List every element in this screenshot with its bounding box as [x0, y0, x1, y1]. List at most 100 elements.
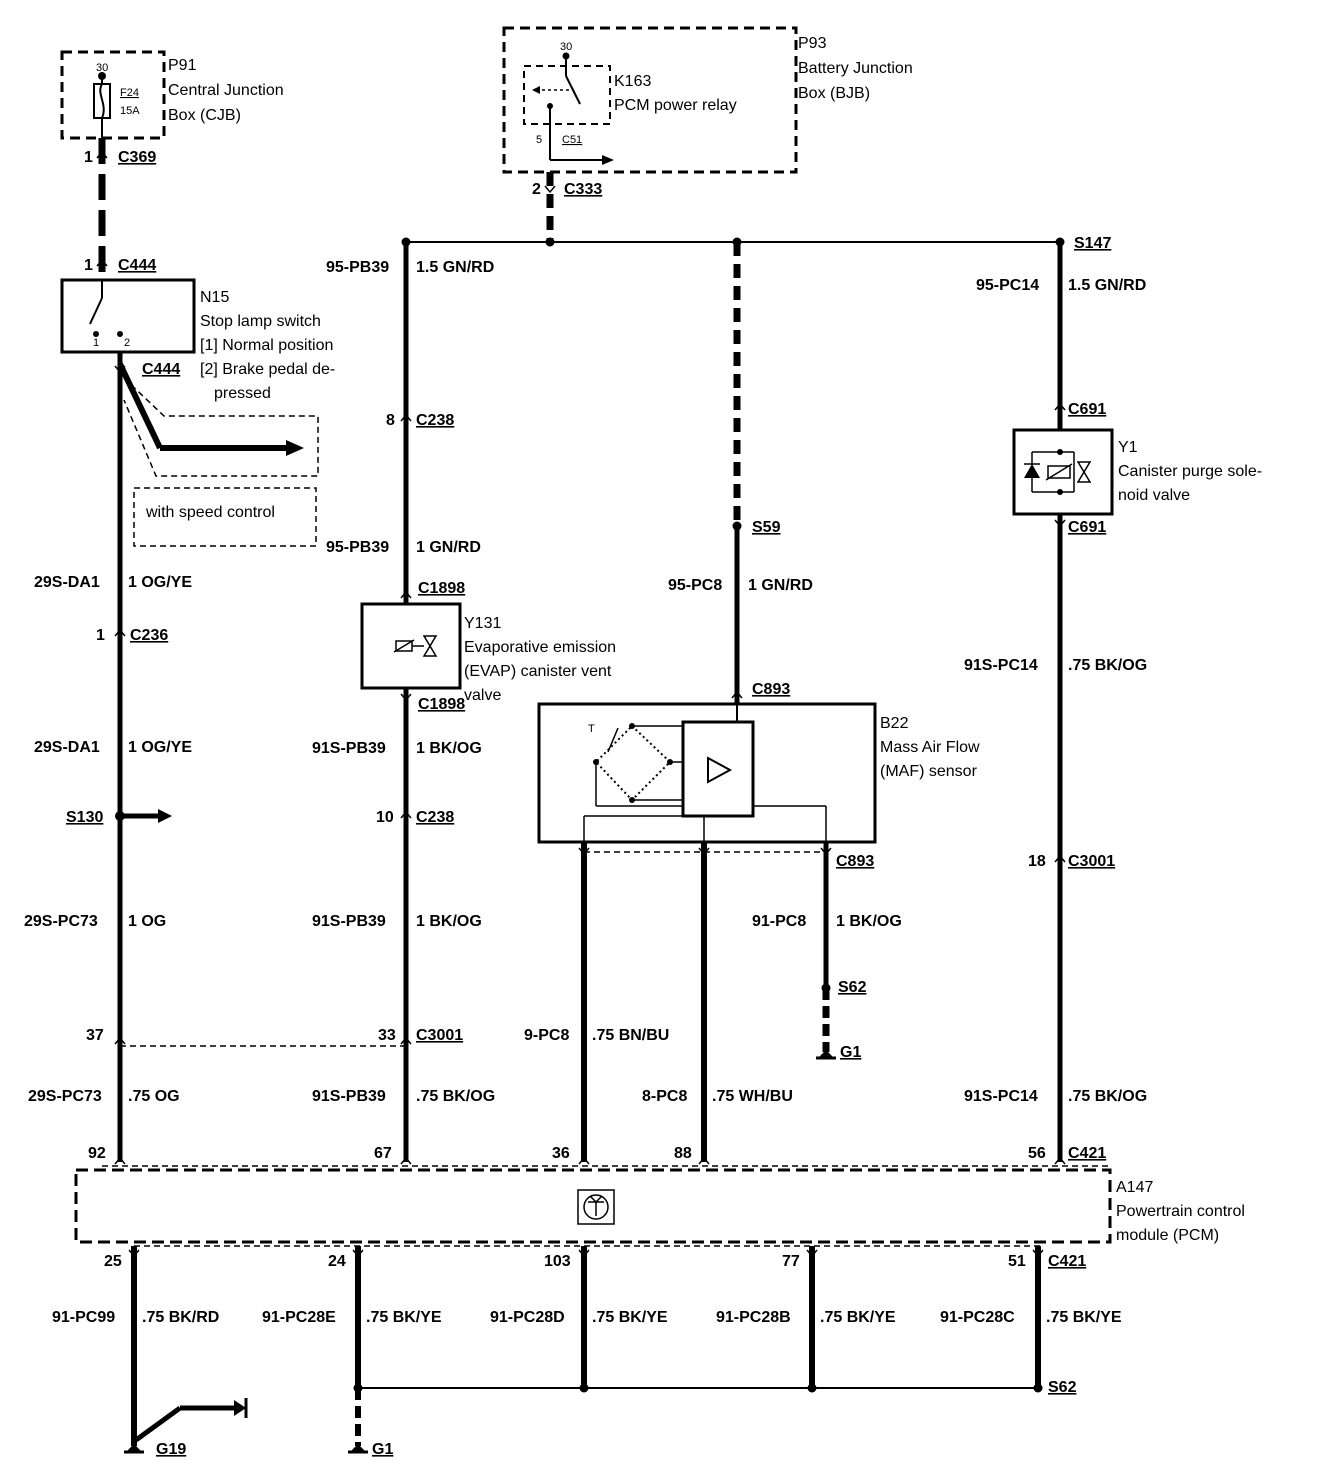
wire-code-29s-da1-a: 29S-DA1: [34, 574, 100, 591]
n15-line4: pressed: [214, 385, 271, 402]
wire-code-91s-pb39-c: 91S-PB39: [312, 1088, 386, 1105]
wire-spec-91s-pb39-c: .75 BK/OG: [416, 1088, 495, 1105]
p93-name-line1: Battery Junction: [798, 60, 913, 77]
connector-c444-top: C444: [118, 257, 156, 274]
pin-c444: 1: [84, 257, 93, 274]
wire-spec-91-pc28c: .75 BK/YE: [1046, 1309, 1122, 1326]
wire-code-91-pc28e: 91-PC28E: [262, 1309, 336, 1326]
pin-103: 103: [544, 1253, 571, 1270]
pin-56: 56: [1028, 1145, 1046, 1162]
pin-67: 67: [374, 1145, 392, 1162]
wire-code-91s-pb39-a: 91S-PB39: [312, 740, 386, 757]
p91-id: P91: [168, 57, 197, 74]
connector-c1898-top: C1898: [418, 580, 465, 597]
pin-c238-a: 8: [386, 412, 395, 429]
p91-central-junction-box: 30 F24 15A P91 Central Junction Box (CJB…: [60, 50, 284, 140]
n15-id: N15: [200, 289, 229, 306]
splice-s62-lower: S62: [1048, 1379, 1077, 1396]
maf-thermistor-t: T: [588, 723, 595, 735]
n15-line2: [1] Normal position: [200, 337, 333, 354]
wire-code-95-pc8: 95-PC8: [668, 577, 722, 594]
connector-c3001-left: C3001: [416, 1027, 463, 1044]
connector-c236: C236: [130, 627, 168, 644]
connector-c238-a: C238: [416, 412, 454, 429]
ground-circuits: G19 G1 S62 25 24 103 77 51 C421 91-PC99 …: [52, 1246, 1122, 1458]
wire-spec-29s-da1-a: 1 OG/YE: [128, 574, 192, 591]
a147-line1: Powertrain control: [1116, 1203, 1245, 1220]
a147-id: A147: [1116, 1179, 1153, 1196]
wire-code-9-pc8: 9-PC8: [524, 1027, 569, 1044]
pin-92: 92: [88, 1145, 106, 1162]
p93-name-line2: Box (BJB): [798, 85, 870, 102]
pin-24: 24: [328, 1253, 346, 1270]
wire-code-29s-da1-b: 29S-DA1: [34, 739, 100, 756]
wire-spec-29s-da1-b: 1 OG/YE: [128, 739, 192, 756]
p93-id: P93: [798, 35, 827, 52]
wire-code-29s-pc73-b: 29S-PC73: [28, 1088, 102, 1105]
y1-id: Y1: [1118, 439, 1138, 456]
pin-88: 88: [674, 1145, 692, 1162]
stop-lamp-circuit: 1 C369 1 C444 1 2 N15 Stop lamp switch […: [24, 138, 335, 1162]
pin-33: 33: [378, 1027, 396, 1044]
connector-c691-bottom: C691: [1068, 519, 1106, 536]
pin-51: 51: [1008, 1253, 1026, 1270]
y131-id: Y131: [464, 615, 501, 632]
wire-code-91s-pc14-b: 91S-PC14: [964, 1088, 1038, 1105]
wire-spec-91s-pc14-a: .75 BK/OG: [1068, 657, 1147, 674]
wire-spec-8-pc8: .75 WH/BU: [712, 1088, 793, 1105]
y131-line1: Evaporative emission: [464, 639, 616, 656]
splice-s62-upper: S62: [838, 979, 867, 996]
k163-id: K163: [614, 73, 651, 90]
wire-spec-91-pc28b: .75 BK/YE: [820, 1309, 896, 1326]
y131-line2: (EVAP) canister vent: [464, 663, 612, 680]
wire-spec-9-pc8: .75 BN/BU: [592, 1027, 669, 1044]
connector-c3001-right: C3001: [1068, 853, 1115, 870]
wire-code-91s-pc14-a: 91S-PC14: [964, 657, 1038, 674]
pin-c3001-18: 18: [1028, 853, 1046, 870]
maf-circuit: S59 95-PC8 1 GN/RD C893 T B22 Mass Air F…: [524, 242, 980, 1162]
connector-c691-top: C691: [1068, 401, 1106, 418]
connector-c1898-bottom: C1898: [418, 696, 465, 713]
ground-g19: G19: [156, 1441, 186, 1458]
b22-id: B22: [880, 715, 909, 732]
p93-pin-5: 5: [536, 134, 542, 146]
wire-spec-95-pc8: 1 GN/RD: [748, 577, 813, 594]
speed-control-note: with speed control: [145, 504, 275, 521]
pin-c238-b: 10: [376, 809, 394, 826]
wire-spec-91-pc28e: .75 BK/YE: [366, 1309, 442, 1326]
n15-pin-2: 2: [124, 337, 130, 349]
wire-code-95-pb39-b: 95-PB39: [326, 539, 389, 556]
wire-code-91-pc28b: 91-PC28B: [716, 1309, 791, 1326]
splice-s130: S130: [66, 809, 103, 826]
wire-code-91-pc8: 91-PC8: [752, 913, 806, 930]
pin-c333: 2: [532, 181, 541, 198]
wire-spec-91-pc8: 1 BK/OG: [836, 913, 902, 930]
wire-spec-91-pc99: .75 BK/RD: [142, 1309, 219, 1326]
connector-c421-top: C421: [1068, 1145, 1106, 1162]
wire-spec-29s-pc73-a: 1 OG: [128, 913, 166, 930]
connector-c51: C51: [562, 134, 582, 146]
connector-c421-bottom: C421: [1048, 1253, 1086, 1270]
connector-c333: C333: [564, 181, 602, 198]
connector-pin-markers: [96, 150, 1066, 1258]
k163-name: PCM power relay: [614, 97, 737, 114]
pin-c369: 1: [84, 149, 93, 166]
fuse-f24-label: F24: [120, 87, 139, 99]
connector-c893-bottom: C893: [836, 853, 874, 870]
connector-c893-top: C893: [752, 681, 790, 698]
wire-code-91-pc28c: 91-PC28C: [940, 1309, 1015, 1326]
wire-spec-91-pc28d: .75 BK/YE: [592, 1309, 668, 1326]
n15-pin-1: 1: [93, 337, 99, 349]
wire-spec-95-pc14: 1.5 GN/RD: [1068, 277, 1146, 294]
wire-spec-91s-pb39-b: 1 BK/OG: [416, 913, 482, 930]
n15-line3: [2] Brake pedal de-: [200, 361, 335, 378]
wire-spec-95-pb39-b: 1 GN/RD: [416, 539, 481, 556]
fuse-rating: 15A: [120, 105, 140, 117]
p91-pin-30: 30: [96, 62, 108, 74]
p91-name-line1: Central Junction: [168, 82, 284, 99]
a147-line2: module (PCM): [1116, 1227, 1219, 1244]
wire-code-91s-pb39-b: 91S-PB39: [312, 913, 386, 930]
canister-purge-circuit: 95-PC14 1.5 GN/RD C691 Y1 Canister purge…: [964, 242, 1262, 1162]
splice-s59: S59: [752, 519, 781, 536]
